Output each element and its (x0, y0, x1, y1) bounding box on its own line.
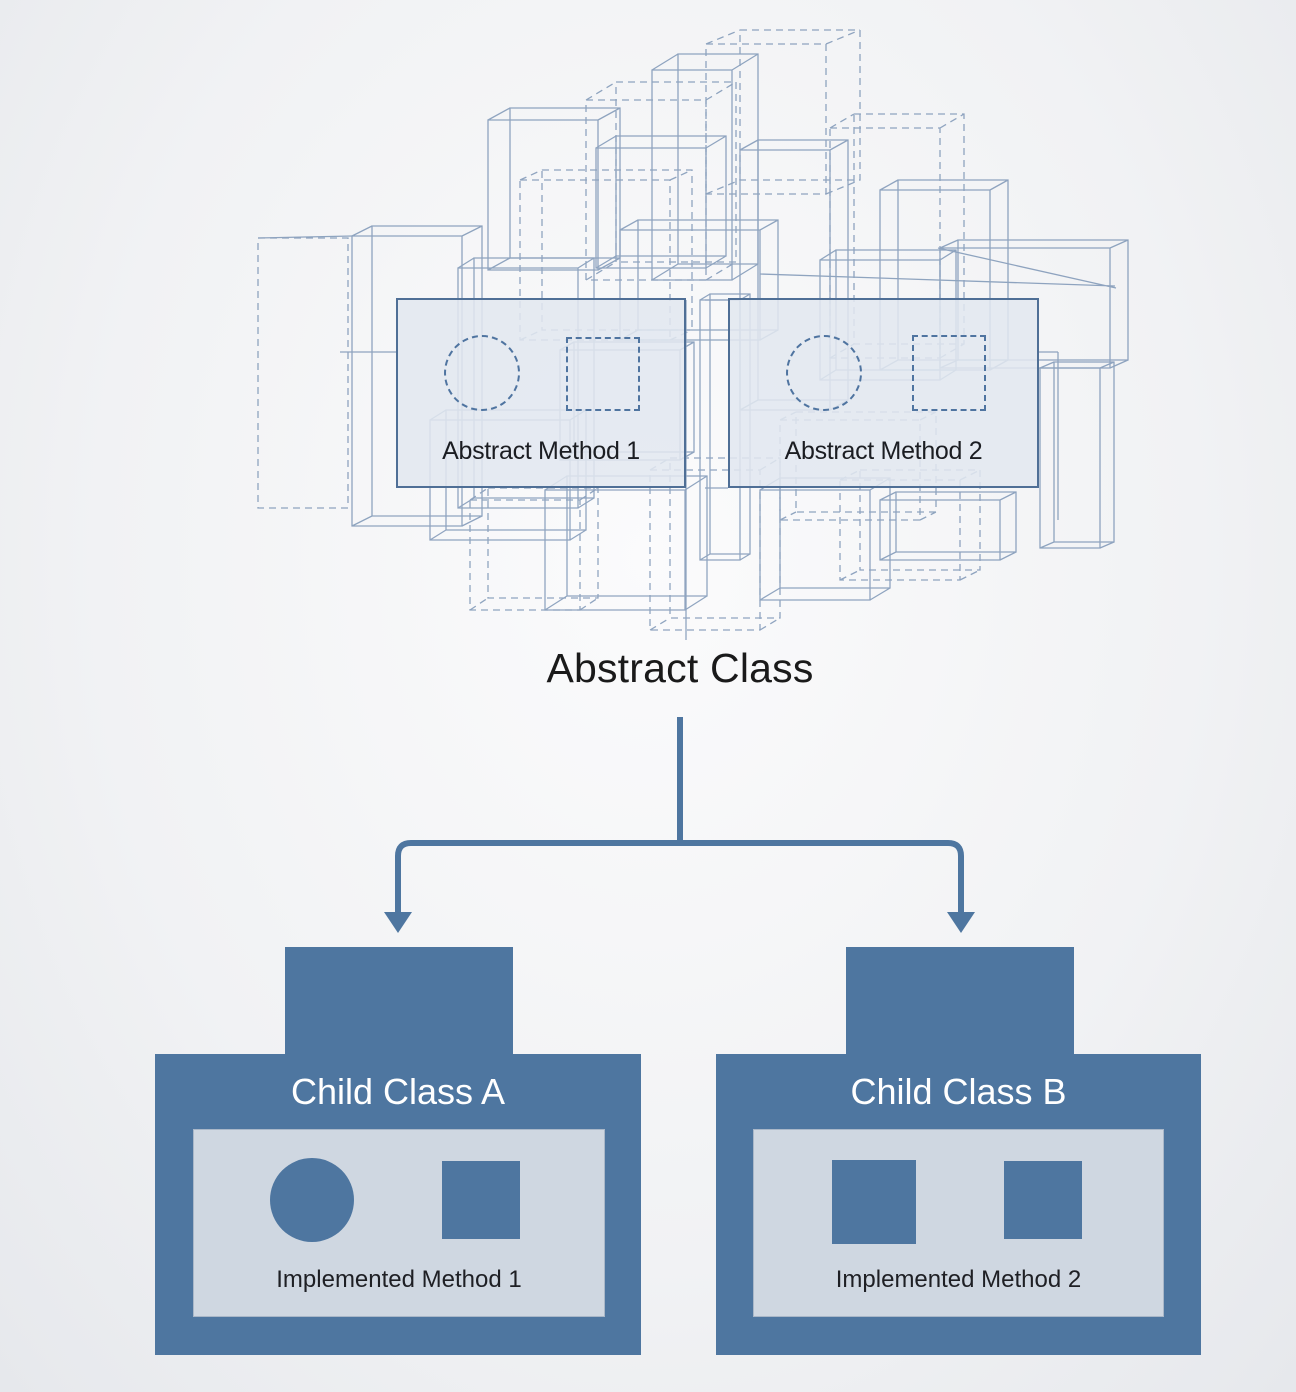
wireframe-box (759, 477, 891, 601)
dashed-circle-icon (444, 335, 520, 411)
abstract-method-2-box: Abstract Method 2 (728, 298, 1039, 488)
arrowhead-left-icon (384, 912, 412, 933)
inheritance-connector (395, 717, 964, 912)
wireframe-box (879, 491, 1017, 561)
filled-square-icon (442, 1161, 520, 1239)
child-class-b-title: Child Class B (850, 1071, 1067, 1112)
wireframe-box (649, 457, 781, 631)
dashed-square-icon (566, 337, 640, 411)
wireframe-box (939, 239, 1129, 369)
abstract-class-title: Abstract Class (546, 645, 814, 691)
child-class-a: Child Class A Implemented Method 1 (155, 947, 641, 1355)
wireframe-box (699, 293, 751, 561)
child-class-a-title: Child Class A (290, 1071, 506, 1112)
wireframe-box (651, 53, 759, 281)
filled-square-icon (1004, 1161, 1082, 1239)
wireframe-box (585, 81, 737, 281)
dashed-square-icon (912, 335, 986, 411)
wireframe-box (257, 237, 349, 509)
child-class-b-tab (846, 947, 1074, 1059)
wireframe-box (705, 29, 861, 195)
wireframe-box (544, 475, 708, 611)
dashed-circle-icon (786, 335, 862, 411)
wireframe-box (779, 411, 937, 521)
child-class-a-tab (285, 947, 513, 1059)
wireframe-box (1039, 361, 1115, 549)
child-class-a-method-panel: Implemented Method 1 (193, 1129, 605, 1317)
wireframe-lines (257, 235, 1117, 640)
wireframe-box (487, 107, 621, 271)
filled-circle-icon (270, 1158, 354, 1242)
abstract-method-1-box: Abstract Method 1 (396, 298, 686, 488)
wireframe-box (839, 469, 981, 581)
abstract-method-2-label: Abstract Method 2 (784, 437, 983, 465)
wireframe-box (457, 257, 595, 509)
arrowhead-right-icon (947, 912, 975, 933)
implemented-method-2-label: Implemented Method 2 (835, 1266, 1082, 1293)
wireframe-box (351, 225, 483, 527)
wireframe-box (469, 487, 599, 611)
child-class-b: Child Class B Implemented Method 2 (716, 947, 1201, 1355)
wireframe-box (595, 135, 727, 269)
filled-square-icon (832, 1160, 916, 1244)
child-class-b-method-panel: Implemented Method 2 (753, 1129, 1164, 1317)
implemented-method-1-label: Implemented Method 1 (276, 1266, 522, 1293)
abstract-method-1-label: Abstract Method 1 (442, 437, 640, 465)
